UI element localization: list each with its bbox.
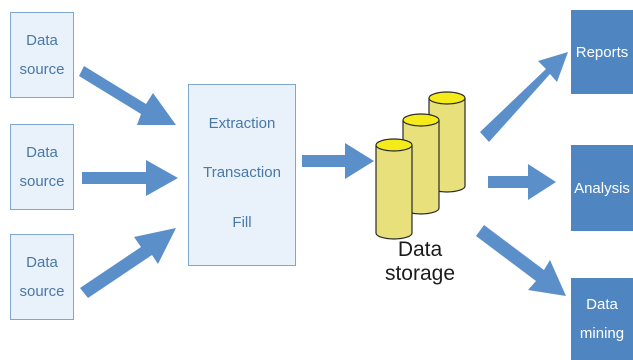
output-box-data-mining: Data mining: [571, 278, 633, 360]
arrow-source-3-to-etl: [80, 228, 176, 298]
output-label-line2: mining: [579, 325, 625, 342]
etl-step-extraction: Extraction: [208, 115, 276, 133]
data-source-label-line2: source: [19, 283, 65, 300]
arrow-source-2-to-etl: [82, 160, 178, 196]
arrow-etl-to-storage: [302, 143, 374, 179]
data-source-label-line1: Data: [26, 32, 58, 49]
output-label-line1: Reports: [575, 43, 629, 61]
output-box-analysis: Analysis: [571, 145, 633, 231]
data-source-label-line2: source: [19, 173, 65, 190]
etl-step-transaction: Transaction: [203, 164, 281, 182]
data-source-label-line1: Data: [26, 144, 58, 161]
data-storage-label: Data storage: [384, 238, 456, 285]
data-source-label-line2: source: [19, 61, 65, 78]
output-box-reports: Reports: [571, 10, 633, 94]
output-label-line1: Data: [586, 296, 618, 313]
data-source-box: Data source: [10, 124, 74, 210]
arrow-source-1-to-etl: [79, 66, 176, 125]
data-source-label-line1: Data: [26, 254, 58, 271]
etl-process-box: Extraction Transaction Fill: [188, 84, 296, 266]
data-source-box: Data source: [10, 12, 74, 98]
output-label-line1: Analysis: [574, 179, 630, 197]
arrow-storage-to-reports: [480, 52, 568, 142]
storage-cylinder-front: [375, 138, 413, 240]
arrow-storage-to-analysis: [488, 164, 556, 200]
data-source-box: Data source: [10, 234, 74, 320]
arrow-storage-to-mining: [476, 225, 566, 296]
etl-step-fill: Fill: [232, 213, 252, 231]
